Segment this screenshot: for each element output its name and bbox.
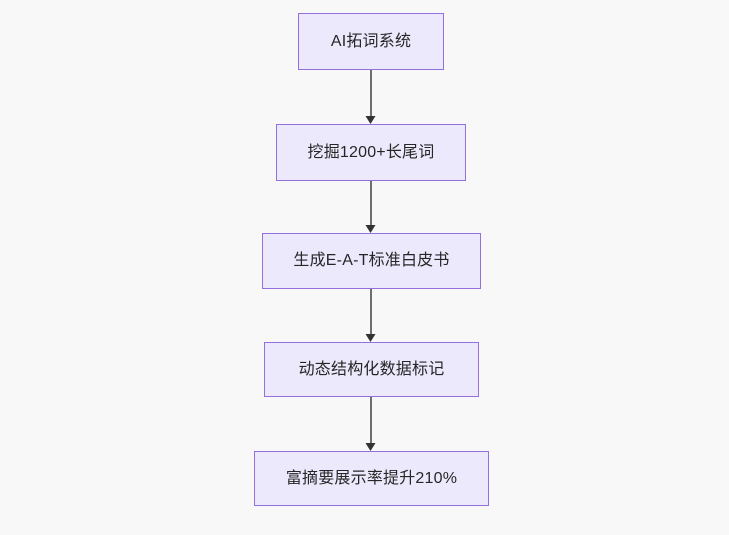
arrowhead-icon: [365, 443, 376, 451]
flow-node-label: 挖掘1200+长尾词: [307, 143, 435, 161]
flow-node-rich-snippet-result[interactable]: 富摘要展示率提升210%: [254, 451, 489, 506]
arrowhead-icon: [365, 225, 376, 233]
flow-node-label: 富摘要展示率提升210%: [285, 469, 458, 487]
flow-node-ai-keyword-system[interactable]: AI拓词系统: [298, 13, 444, 70]
flow-node-structured-data-markup[interactable]: 动态结构化数据标记: [264, 342, 479, 397]
arrowhead-icon: [365, 116, 376, 124]
edge-line: [370, 181, 372, 225]
arrowhead-icon: [365, 334, 376, 342]
flow-node-label: 动态结构化数据标记: [298, 360, 445, 378]
edge-line: [370, 70, 372, 116]
flow-node-eat-whitepaper[interactable]: 生成E-A-T标准白皮书: [262, 233, 481, 289]
flow-node-label: 生成E-A-T标准白皮书: [293, 252, 450, 270]
flow-node-longtail-keywords[interactable]: 挖掘1200+长尾词: [276, 124, 466, 181]
edge-line: [370, 397, 372, 443]
flow-node-label: AI拓词系统: [330, 32, 412, 50]
edge-line: [370, 289, 372, 334]
